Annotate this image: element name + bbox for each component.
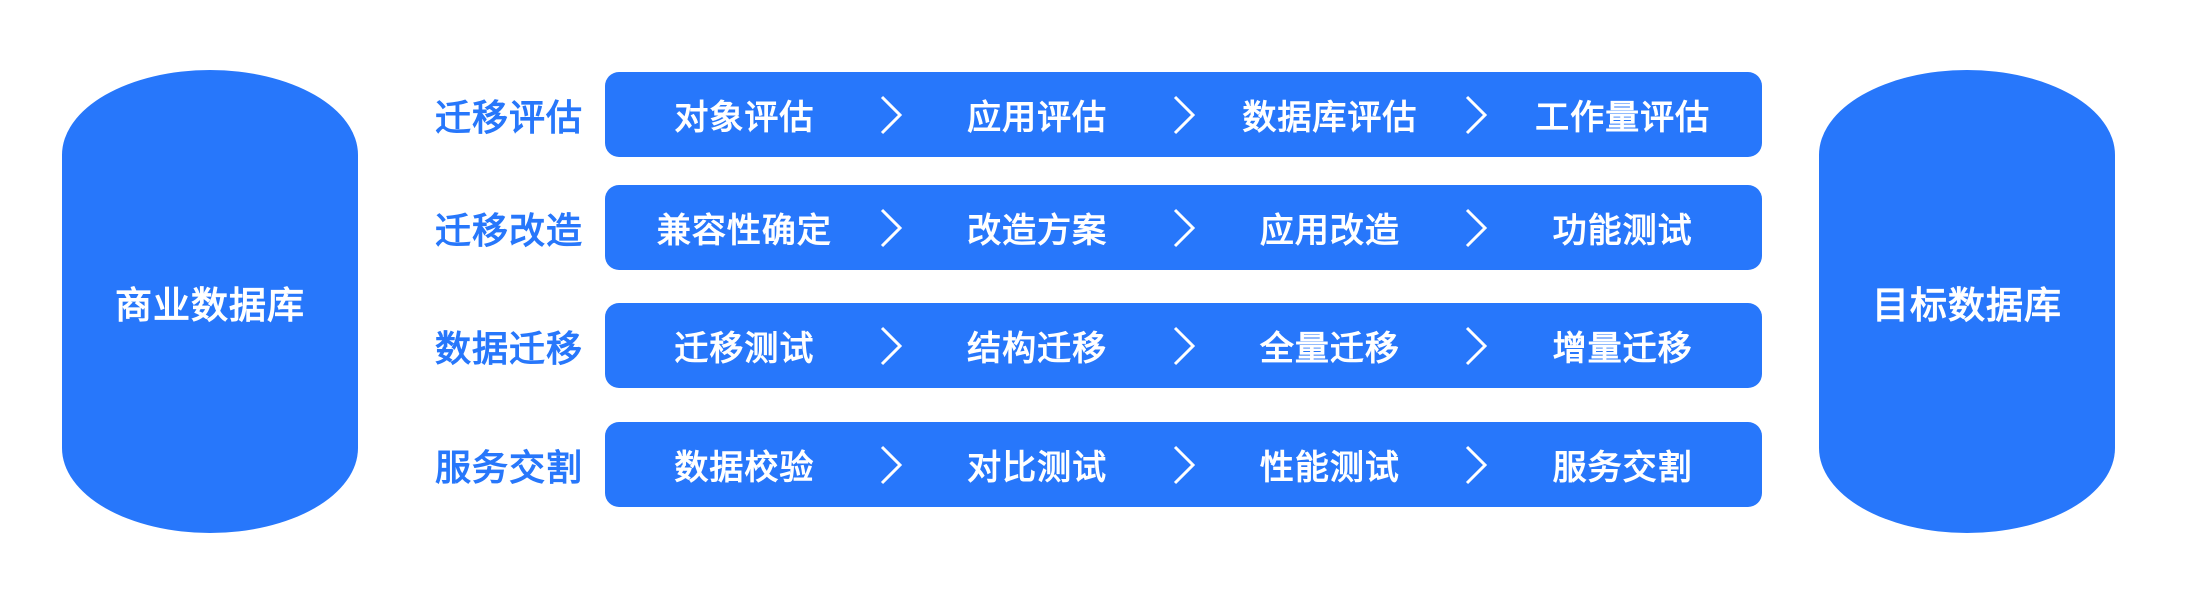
step-label: 对象评估 (674, 98, 815, 138)
chevron-right-icon (880, 95, 902, 134)
step-label: 数据库评估 (1242, 98, 1418, 138)
phase-label: 迁移评估 (434, 97, 583, 139)
chevron-right-icon (880, 445, 902, 484)
phase-steps-bar: 对象评估 应用评估 数据库评估 工作量评估 (605, 72, 1762, 157)
step-label: 数据校验 (674, 448, 815, 488)
source-database-label: 商业数据库 (115, 283, 305, 327)
phase-steps-bar: 兼容性确定 改造方案 应用改造 功能测试 (605, 185, 1762, 270)
step-label: 对比测试 (967, 448, 1108, 488)
step-label: 全量迁移 (1259, 329, 1400, 369)
target-database-cylinder: 目标数据库 (1819, 70, 2115, 533)
chevron-right-icon (1173, 95, 1195, 134)
source-database-cylinder: 商业数据库 (62, 70, 358, 533)
step-label: 应用改造 (1259, 211, 1400, 251)
chevron-right-icon (1466, 326, 1488, 365)
step-label: 结构迁移 (967, 329, 1108, 369)
phase-steps-bar: 数据校验 对比测试 性能测试 服务交割 (605, 422, 1762, 507)
chevron-right-icon (880, 208, 902, 247)
flow-row-transformation: 迁移改造 兼容性确定 改造方案 应用改造 功能测试 (420, 185, 1762, 270)
target-database-label: 目标数据库 (1872, 283, 2062, 327)
chevron-right-icon (1173, 445, 1195, 484)
step-label: 改造方案 (967, 211, 1108, 251)
step-label: 功能测试 (1552, 211, 1693, 251)
chevron-right-icon (1466, 208, 1488, 247)
step-label: 服务交割 (1552, 448, 1693, 488)
phase-label: 迁移改造 (434, 210, 583, 252)
chevron-right-icon (1173, 326, 1195, 365)
chevron-right-icon (880, 326, 902, 365)
flow-row-service-handover: 服务交割 数据校验 对比测试 性能测试 服务交割 (420, 422, 1762, 507)
phase-label: 服务交割 (434, 447, 583, 489)
step-label: 应用评估 (967, 98, 1108, 138)
chevron-right-icon (1466, 95, 1488, 134)
chevron-right-icon (1466, 445, 1488, 484)
step-label: 增量迁移 (1552, 329, 1693, 369)
flow-row-data-migration: 数据迁移 迁移测试 结构迁移 全量迁移 增量迁移 (420, 303, 1762, 388)
step-label: 工作量评估 (1535, 98, 1711, 138)
step-label: 兼容性确定 (656, 211, 832, 251)
flow-row-assessment: 迁移评估 对象评估 应用评估 数据库评估 工作量评估 (420, 72, 1762, 157)
phase-label: 数据迁移 (434, 328, 583, 370)
phase-steps-bar: 迁移测试 结构迁移 全量迁移 增量迁移 (605, 303, 1762, 388)
chevron-right-icon (1173, 208, 1195, 247)
step-label: 性能测试 (1259, 448, 1400, 488)
step-label: 迁移测试 (674, 329, 815, 369)
